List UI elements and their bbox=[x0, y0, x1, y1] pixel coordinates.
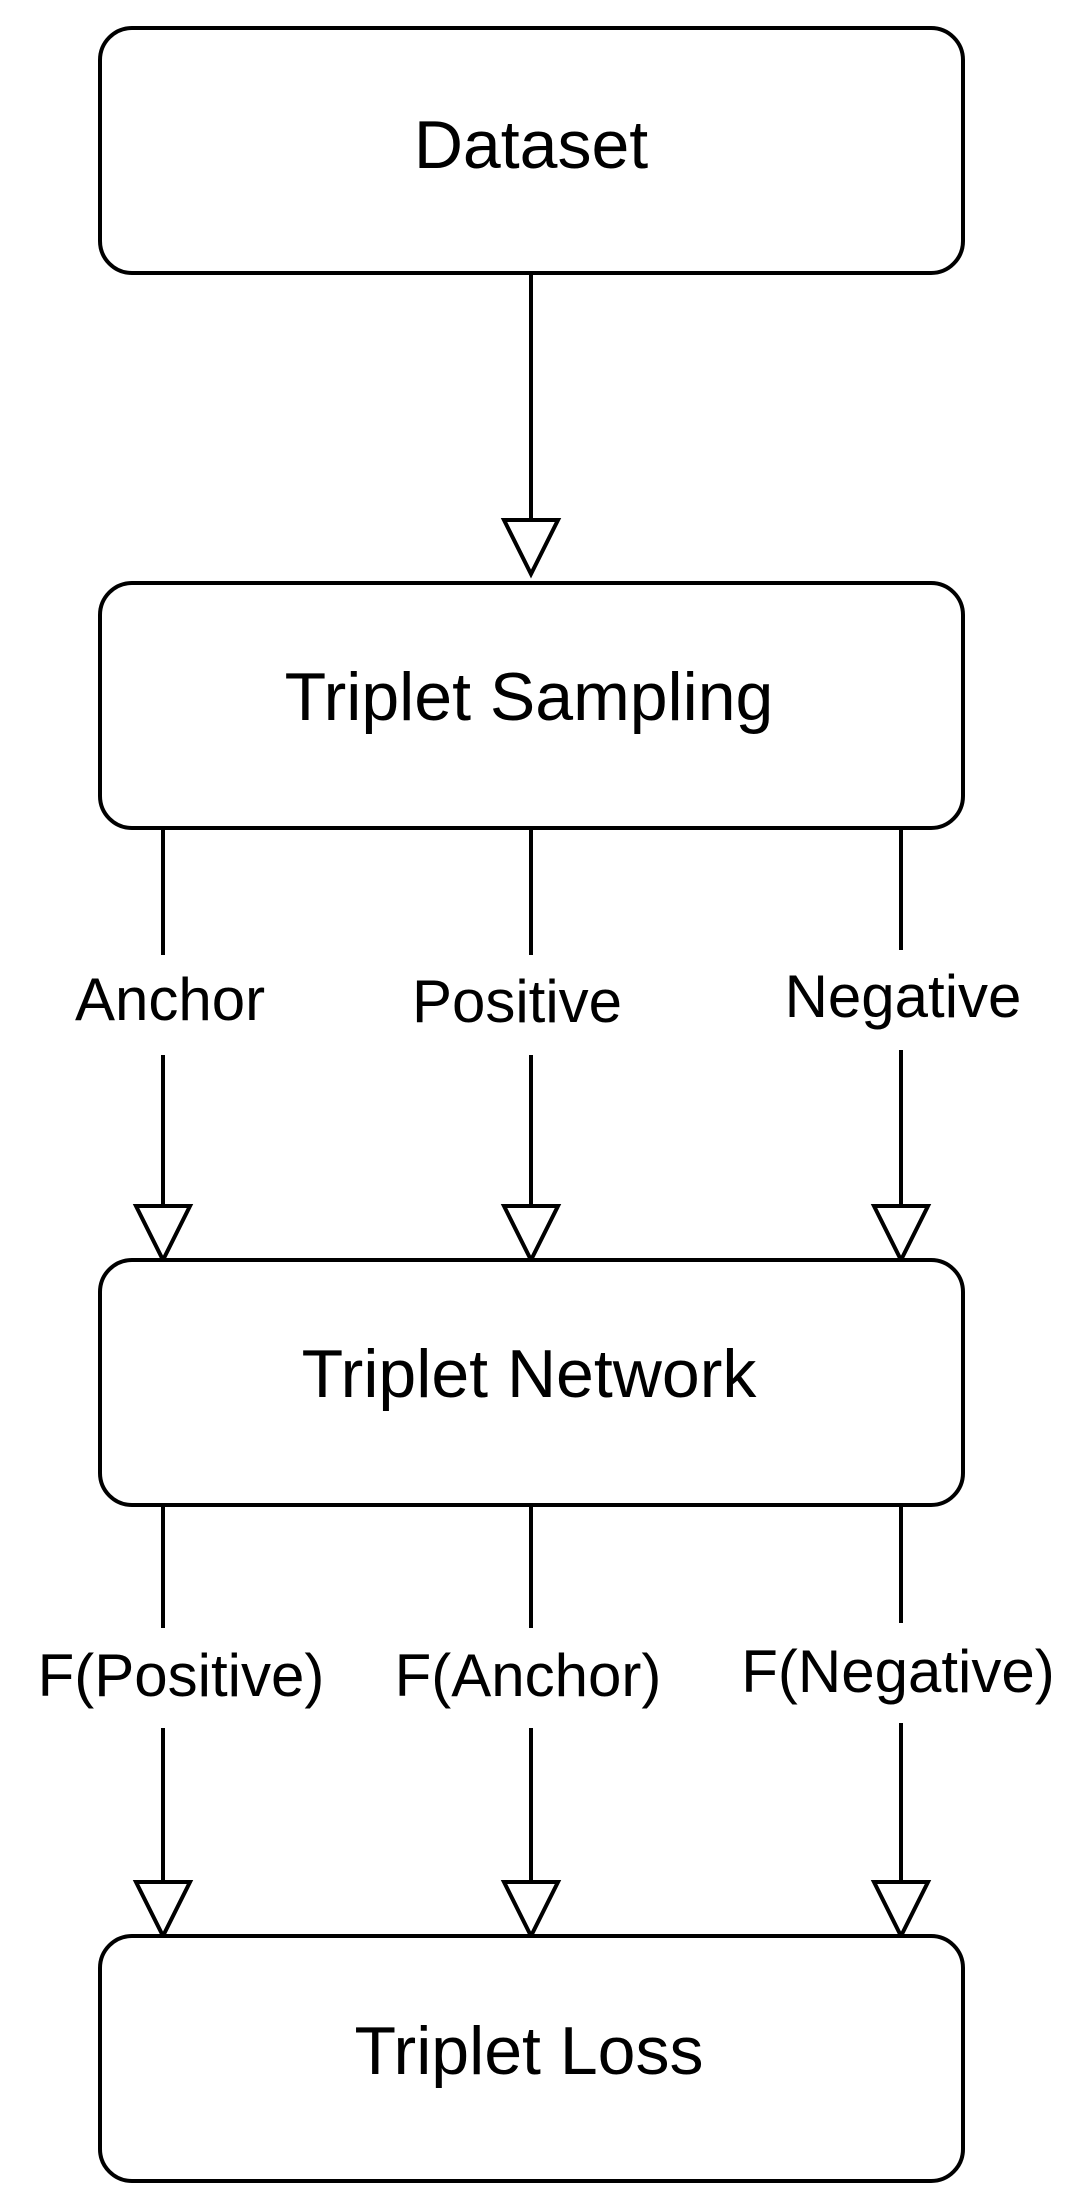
node-dataset: Dataset bbox=[98, 26, 965, 275]
edge-label-anchor: Anchor bbox=[75, 966, 265, 1033]
edge-network-to-loss-right: F(Negative) bbox=[720, 1505, 1075, 1941]
edge-sampling-to-network-middle: Positive bbox=[395, 828, 645, 1265]
edge-label-positive: Positive bbox=[412, 968, 622, 1035]
arrow-head-icon bbox=[132, 1204, 194, 1265]
edge-label-f-anchor: F(Anchor) bbox=[395, 1642, 662, 1709]
node-triplet-sampling: Triplet Sampling bbox=[98, 581, 965, 830]
arrow-head-icon bbox=[500, 518, 562, 579]
edge-label-negative: Negative bbox=[785, 963, 1022, 1030]
edge-dataset-to-sampling bbox=[500, 275, 562, 579]
arrow-head-icon bbox=[870, 1204, 932, 1265]
edge-sampling-to-network-left: Anchor bbox=[55, 828, 275, 1265]
arrow-head-icon bbox=[870, 1880, 932, 1941]
arrow-head-icon bbox=[132, 1880, 194, 1941]
node-triplet-network: Triplet Network bbox=[98, 1258, 965, 1507]
node-triplet-sampling-label: Triplet Sampling bbox=[285, 659, 774, 735]
arrow-head-icon bbox=[500, 1880, 562, 1941]
edge-label-f-negative: F(Negative) bbox=[741, 1638, 1054, 1705]
edge-network-to-loss-left: F(Positive) bbox=[15, 1505, 345, 1941]
node-dataset-label: Dataset bbox=[414, 107, 648, 183]
edge-network-to-loss-middle: F(Anchor) bbox=[375, 1505, 685, 1941]
arrow-head-icon bbox=[500, 1204, 562, 1265]
edge-label-f-positive: F(Positive) bbox=[38, 1642, 325, 1709]
node-triplet-loss: Triplet Loss bbox=[98, 1934, 965, 2183]
node-triplet-network-label: Triplet Network bbox=[302, 1336, 758, 1412]
edge-sampling-to-network-right: Negative bbox=[765, 828, 1035, 1265]
node-triplet-loss-label: Triplet Loss bbox=[355, 2013, 704, 2089]
